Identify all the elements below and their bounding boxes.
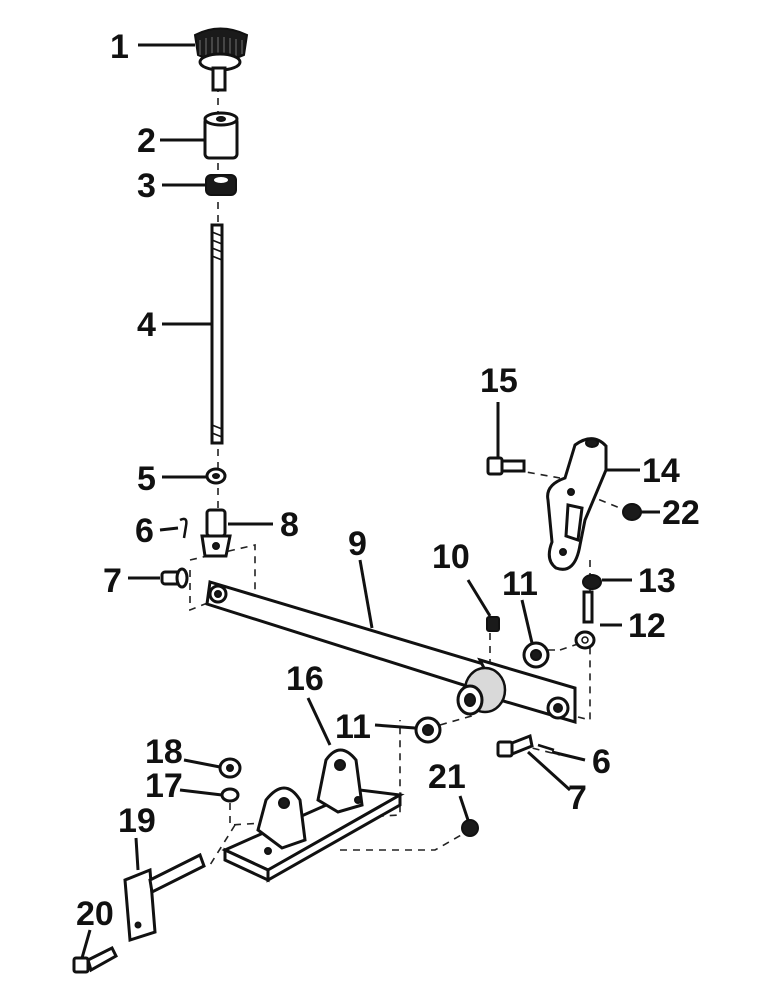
callout-11-upper: 11: [502, 565, 538, 603]
part-11-bushing-lower: [414, 716, 442, 744]
callout-18: 18: [145, 733, 183, 771]
part-16-base-bracket: [221, 748, 405, 883]
part-8-clevis: [200, 508, 232, 558]
leader-lines: [80, 43, 660, 959]
callout-11-lower: 11: [335, 708, 371, 746]
part-6-cotter-pin-right: [537, 743, 555, 752]
part-10-grease-fitting: [486, 616, 500, 632]
callout-labels: 1 2 3 4 5 6 7 8 9 10 11 12 13 14 15 16 1…: [76, 28, 700, 933]
part-1-knob: [193, 27, 249, 92]
part-2-sleeve: [203, 111, 239, 160]
part-20-bolt: [72, 945, 118, 974]
part-6-cotter-pin-left: [179, 517, 188, 539]
part-14-bracket-arm: [546, 437, 608, 571]
part-7-clevis-pin-right: [496, 733, 534, 758]
callout-8: 8: [280, 506, 299, 544]
callout-7-left: 7: [103, 562, 122, 600]
callout-1: 1: [110, 28, 129, 66]
callout-19: 19: [118, 802, 156, 840]
part-22-nut: [622, 503, 642, 521]
callout-14: 14: [642, 452, 680, 490]
part-12-eye-bolt: [574, 590, 596, 650]
callout-20: 20: [76, 895, 114, 933]
part-21-nut: [461, 819, 479, 837]
callout-15: 15: [480, 362, 518, 400]
part-4-rod: [210, 223, 224, 445]
callout-13: 13: [638, 562, 676, 600]
part-11-bushing-upper: [522, 641, 550, 669]
callout-16: 16: [286, 660, 324, 698]
part-17-lock-washer: [220, 787, 240, 803]
part-18-nut: [218, 757, 242, 779]
callout-10: 10: [432, 538, 470, 576]
callout-12: 12: [628, 607, 666, 645]
part-15-bolt: [486, 456, 526, 476]
callout-5: 5: [137, 460, 156, 498]
callout-6-left: 6: [135, 512, 154, 550]
part-19-shaft-plate: [123, 852, 206, 943]
callout-9: 9: [348, 525, 367, 563]
assembly-centerlines: [189, 72, 626, 866]
callout-6-right: 6: [592, 743, 611, 781]
callout-7-right: 7: [568, 779, 587, 817]
callout-3: 3: [137, 167, 156, 205]
part-3-nut: [205, 174, 237, 196]
part-9-lever-bar: [205, 580, 577, 725]
callout-21: 21: [428, 758, 466, 796]
part-5-nut: [205, 467, 227, 485]
part-7-clevis-pin-left: [160, 567, 189, 589]
part-13-nut: [582, 574, 602, 590]
callout-4: 4: [137, 306, 156, 344]
callout-17: 17: [145, 767, 183, 805]
callout-22: 22: [662, 494, 700, 532]
callout-2: 2: [137, 122, 156, 160]
